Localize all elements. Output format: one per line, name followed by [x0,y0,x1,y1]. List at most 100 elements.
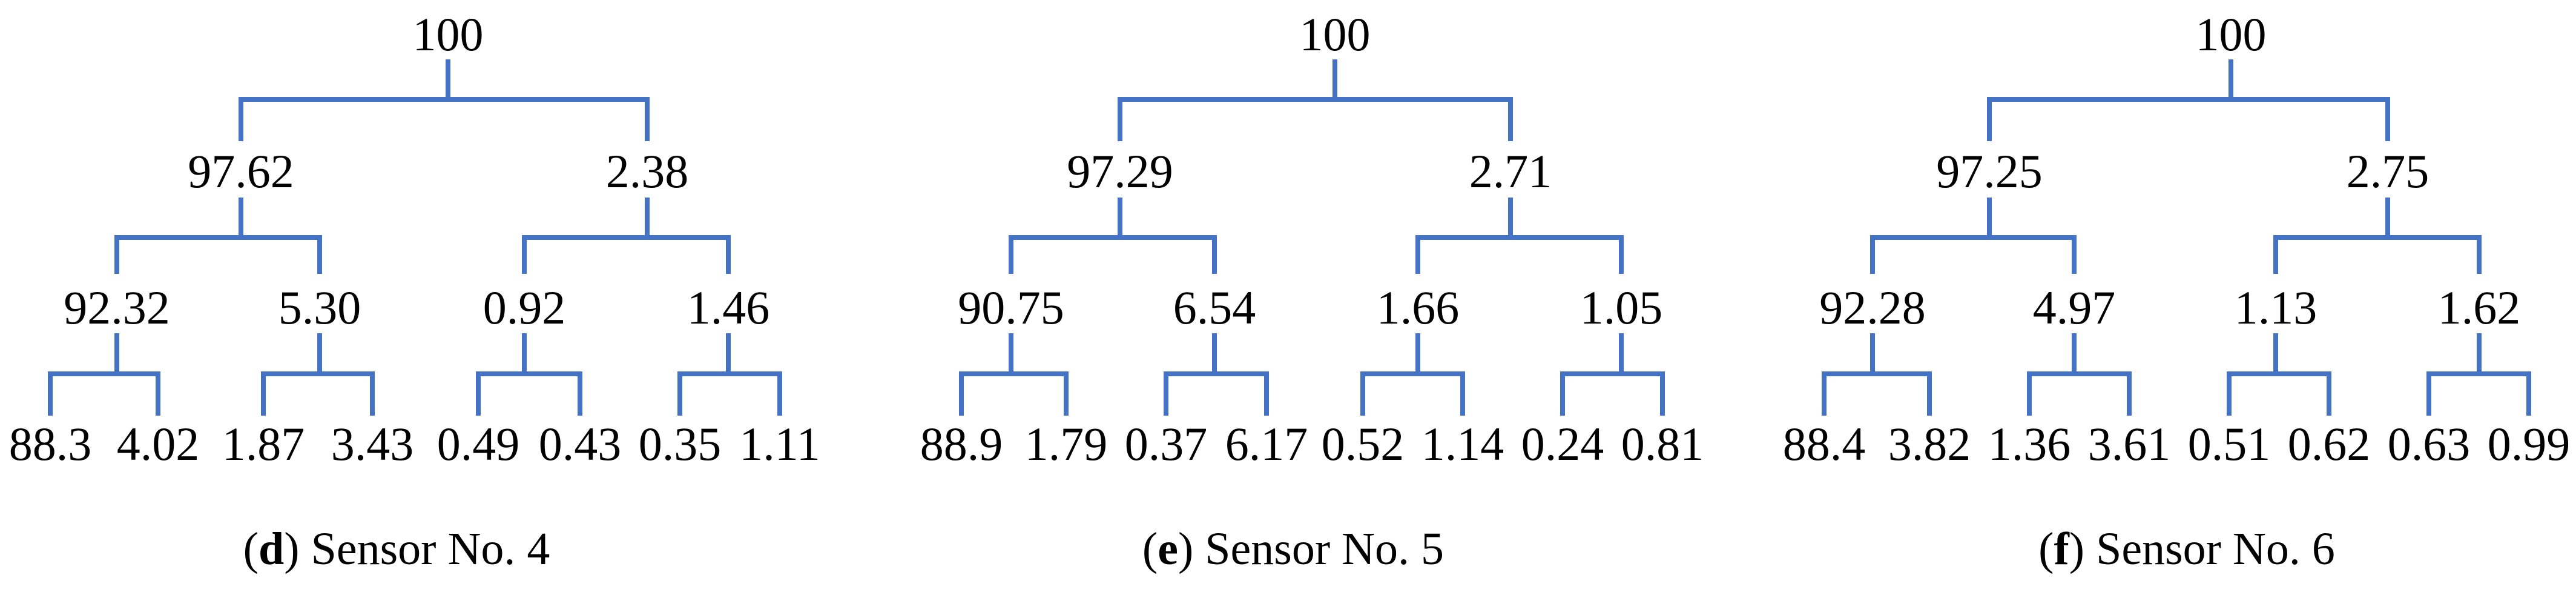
tree-connector-drop [1360,371,1365,416]
caption-close-paren: ) [1178,524,1194,574]
tree-node-value: 4.97 [2032,281,2116,334]
tree-node-value: 0.35 [638,417,722,470]
tree-node-value: 2.75 [2346,145,2429,198]
caption-close-paren: ) [284,524,300,574]
tree-node-value: 88.9 [920,417,1003,470]
tree-node-value: 2.38 [605,145,689,198]
tree-connector-bar [2027,371,2132,376]
tree-node-value: 97.25 [1936,145,2043,198]
caption-letter: f [2054,524,2069,574]
tree-node-value: 1.79 [1024,417,1108,470]
tree-connector-drop [1660,371,1665,416]
tree-node-value: 3.61 [2087,417,2171,470]
tree-connector-drop [1460,371,1465,416]
tree-connector-stub [2072,333,2077,376]
tree-connector-stub [2385,198,2390,240]
tree-connector-drop [2127,371,2132,416]
tree-connector-stub [1332,59,1337,102]
tree-connector-drop [959,371,964,416]
tree-node-value: 0.24 [1521,417,1604,470]
tree-node-value: 100 [1299,8,1371,61]
tree-node-value: 90.75 [958,281,1064,334]
tree-connector-bar [959,371,1069,376]
tree-connector-bar [2426,371,2531,376]
tree-node-value: 0.51 [2187,417,2271,470]
caption-open-paren: ( [2038,524,2054,574]
tree-connector-stub [1987,198,1992,240]
caption-text: Sensor No. 6 [2084,524,2335,574]
tree-connector-drop [2426,371,2431,416]
tree-connector-drop [2327,371,2331,416]
tree-node-value: 1.13 [2234,281,2317,334]
tree-node-value: 1.62 [2437,281,2521,334]
tree-connector-bar [239,97,650,102]
tree-connector-drop [261,371,266,416]
tree-node-value: 0.43 [538,417,622,470]
tree-node-value: 4.02 [116,417,200,470]
tree-node-value: 0.99 [2487,417,2571,470]
caption-open-paren: ( [243,524,259,574]
tree-connector-bar [114,235,322,240]
caption-open-paren: ( [1142,524,1158,574]
tree-connector-drop [1870,235,1875,274]
tree-node-value: 6.17 [1225,417,1308,470]
caption-text: Sensor No. 5 [1193,524,1444,574]
tree-node-value: 5.30 [278,281,361,334]
tree-connector-stub [1508,198,1513,240]
tree-connector-drop [1560,371,1565,416]
tree-connector-drop [1987,97,1992,141]
tree-connector-bar [1164,371,1269,376]
tree-connector-drop [1164,371,1168,416]
tree-connector-drop [2385,97,2390,141]
tree-connector-stub [1118,198,1122,240]
tree-connector-drop [522,235,527,274]
caption-close-paren: ) [2069,524,2085,574]
caption-text: Sensor No. 4 [299,524,550,574]
tree-node-value: 88.4 [1782,417,1866,470]
tree-connector-drop [317,235,322,274]
caption-letter: e [1158,524,1178,574]
tree-connector-bar [1118,97,1513,102]
tree-connector-drop [645,97,650,141]
tree-connector-stub [1415,333,1420,376]
tree-connector-drop [1508,97,1513,141]
tree-connector-bar [261,371,375,376]
tree-node-value: 0.81 [1621,417,1704,470]
tree-connector-drop [777,371,782,416]
tree-connector-stub [522,333,527,376]
tree-node-value: 0.92 [483,281,566,334]
tree-connector-drop [1822,371,1827,416]
tree-node-value: 92.32 [64,281,170,334]
tree-connector-bar [2273,235,2482,240]
tree-connector-bar [1415,235,1624,240]
tree-connector-stub [2273,333,2278,376]
tree-connector-drop [1927,371,1932,416]
figure-caption: (f) Sensor No. 6 [2038,526,2335,572]
tree-connector-drop [370,371,375,416]
tree-node-value: 1.11 [739,417,820,470]
tree-connector-bar [1009,235,1217,240]
tree-connector-drop [1064,371,1069,416]
tree-node-value: 97.29 [1067,145,1173,198]
tree-connector-bar [48,371,160,376]
tree-node-value: 92.28 [1819,281,1926,334]
tree-connector-drop [1264,371,1269,416]
tree-connector-stub [114,333,119,376]
tree-connector-bar [1560,371,1665,376]
tree-node-value: 1.87 [222,417,305,470]
figure-caption: (e) Sensor No. 5 [1142,526,1444,572]
tree-node-value: 0.37 [1124,417,1208,470]
tree-connector-stub [645,198,650,240]
tree-connector-drop [726,235,731,274]
tree-connector-drop [2072,235,2077,274]
tree-node-value: 1.36 [1988,417,2071,470]
tree-node-value: 1.66 [1376,281,1460,334]
tree-node-value: 2.71 [1469,145,1552,198]
tree-connector-drop [2526,371,2531,416]
tree-connector-stub [1009,333,1013,376]
tree-connector-bar [2227,371,2331,376]
tree-connector-bar [476,371,582,376]
tree-node-value: 0.63 [2387,417,2471,470]
tree-connector-stub [1212,333,1217,376]
